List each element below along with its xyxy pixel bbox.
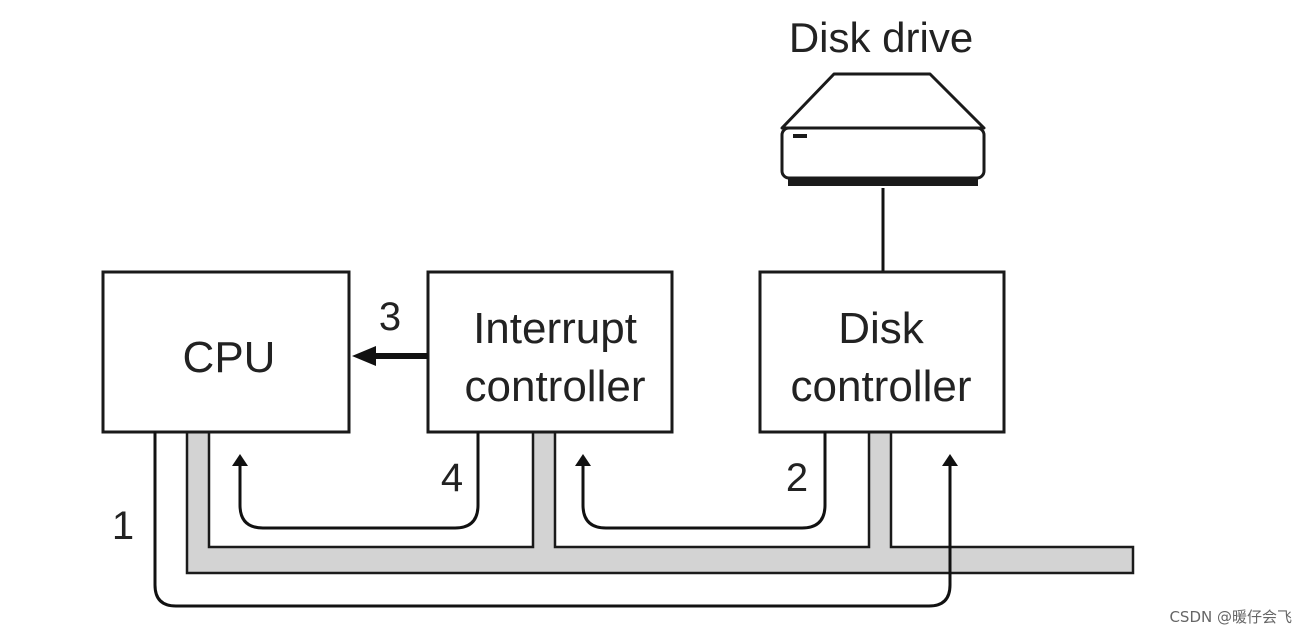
cpu-label: CPU <box>183 333 276 382</box>
disk-drive-label: Disk drive <box>789 14 973 61</box>
interrupt-controller-box <box>426 270 674 434</box>
step4-path <box>232 431 480 530</box>
interrupt-controller-label-2: controller <box>465 362 646 411</box>
disk-controller-label-1: Disk <box>838 304 925 353</box>
interrupt-controller-label-1: Interrupt <box>473 304 637 353</box>
step2-label: 2 <box>786 456 808 500</box>
cpu-box <box>101 270 351 434</box>
watermark: CSDN @暖仔会飞 <box>1169 608 1292 626</box>
step4-label: 4 <box>441 456 463 500</box>
step3-label: 3 <box>379 295 401 339</box>
disk-drive-icon <box>780 72 986 186</box>
disk-controller-label-2: controller <box>791 362 972 411</box>
system-bus <box>185 430 1135 575</box>
step3-arrow <box>352 346 428 366</box>
step1-path <box>153 431 958 608</box>
disk-controller-box <box>758 270 1006 434</box>
step2-path <box>575 431 827 530</box>
step1-label: 1 <box>112 504 134 548</box>
